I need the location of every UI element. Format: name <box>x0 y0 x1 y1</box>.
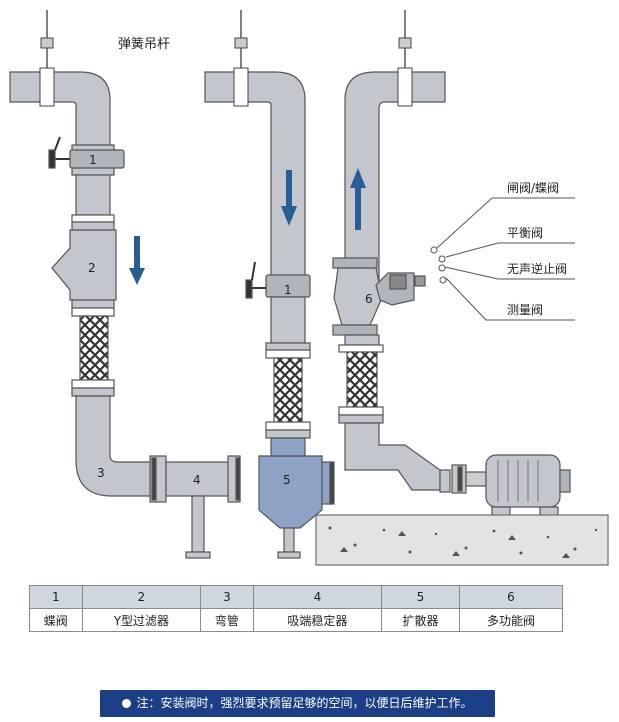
maintenance-note-text: 注：安装阀时，强烈要求预留足够的空间，以便日后维护工作。 <box>136 696 473 710</box>
label-y-strainer: 2 <box>88 261 96 275</box>
label-elbow: 3 <box>97 466 105 480</box>
legend-name: 多功能阀 <box>458 608 564 632</box>
label-mid-butterfly: 1 <box>284 283 292 297</box>
component-legend-table: 1 2 3 4 5 6 蝶阀 Y型过滤器 弯管 吸端稳定器 扩散器 多功能阀 <box>29 585 564 632</box>
hanger-clamps <box>39 67 413 107</box>
legend-name: 弯管 <box>200 608 254 632</box>
legend-name-row: 蝶阀 Y型过滤器 弯管 吸端稳定器 扩散器 多功能阀 <box>29 608 564 632</box>
bullet-icon <box>122 699 132 708</box>
legend-number: 3 <box>200 585 254 609</box>
legend-number-row: 1 2 3 4 5 6 <box>29 585 564 609</box>
legend-name: 蝶阀 <box>29 608 83 632</box>
legend-name: 扩散器 <box>381 608 460 632</box>
callout-gate-butterfly-valve: 闸阀/蝶阀 <box>507 180 559 195</box>
callout-measuring-valve: 测量阀 <box>507 303 543 317</box>
callout-leaders <box>430 197 575 321</box>
label-suction-stabilizer: 4 <box>193 473 201 487</box>
hanger-springs <box>40 37 412 49</box>
concrete-base <box>315 514 609 566</box>
middle-column <box>245 261 335 559</box>
legend-number: 1 <box>29 585 83 609</box>
legend-number: 4 <box>252 585 383 609</box>
legend-name: 吸端稳定器 <box>252 608 383 632</box>
right-column <box>332 257 571 518</box>
legend-number: 6 <box>458 585 564 609</box>
label-multi-valve: 6 <box>365 292 373 306</box>
left-column <box>48 136 241 559</box>
callout-silent-check-valve: 无声逆止阀 <box>507 261 567 276</box>
label-left-butterfly: 1 <box>89 153 97 167</box>
flow-arrow-down-left <box>129 236 145 285</box>
legend-number: 2 <box>81 585 202 609</box>
label-diffuser: 5 <box>283 473 291 487</box>
legend-name: Y型过滤器 <box>81 608 202 632</box>
legend-number: 5 <box>381 585 460 609</box>
flow-arrow-down-middle <box>281 170 297 226</box>
callout-balance-valve: 平衡阀 <box>507 226 543 240</box>
maintenance-note-banner: 注：安装阀时，强烈要求预留足够的空间，以便日后维护工作。 <box>100 690 495 717</box>
pump-installation-diagram: 弹簧吊杆 1 2 3 4 <box>9 10 609 566</box>
flow-arrow-up-right <box>350 168 366 230</box>
hanger-label: 弹簧吊杆 <box>118 36 170 52</box>
hanger-rods <box>46 10 406 70</box>
